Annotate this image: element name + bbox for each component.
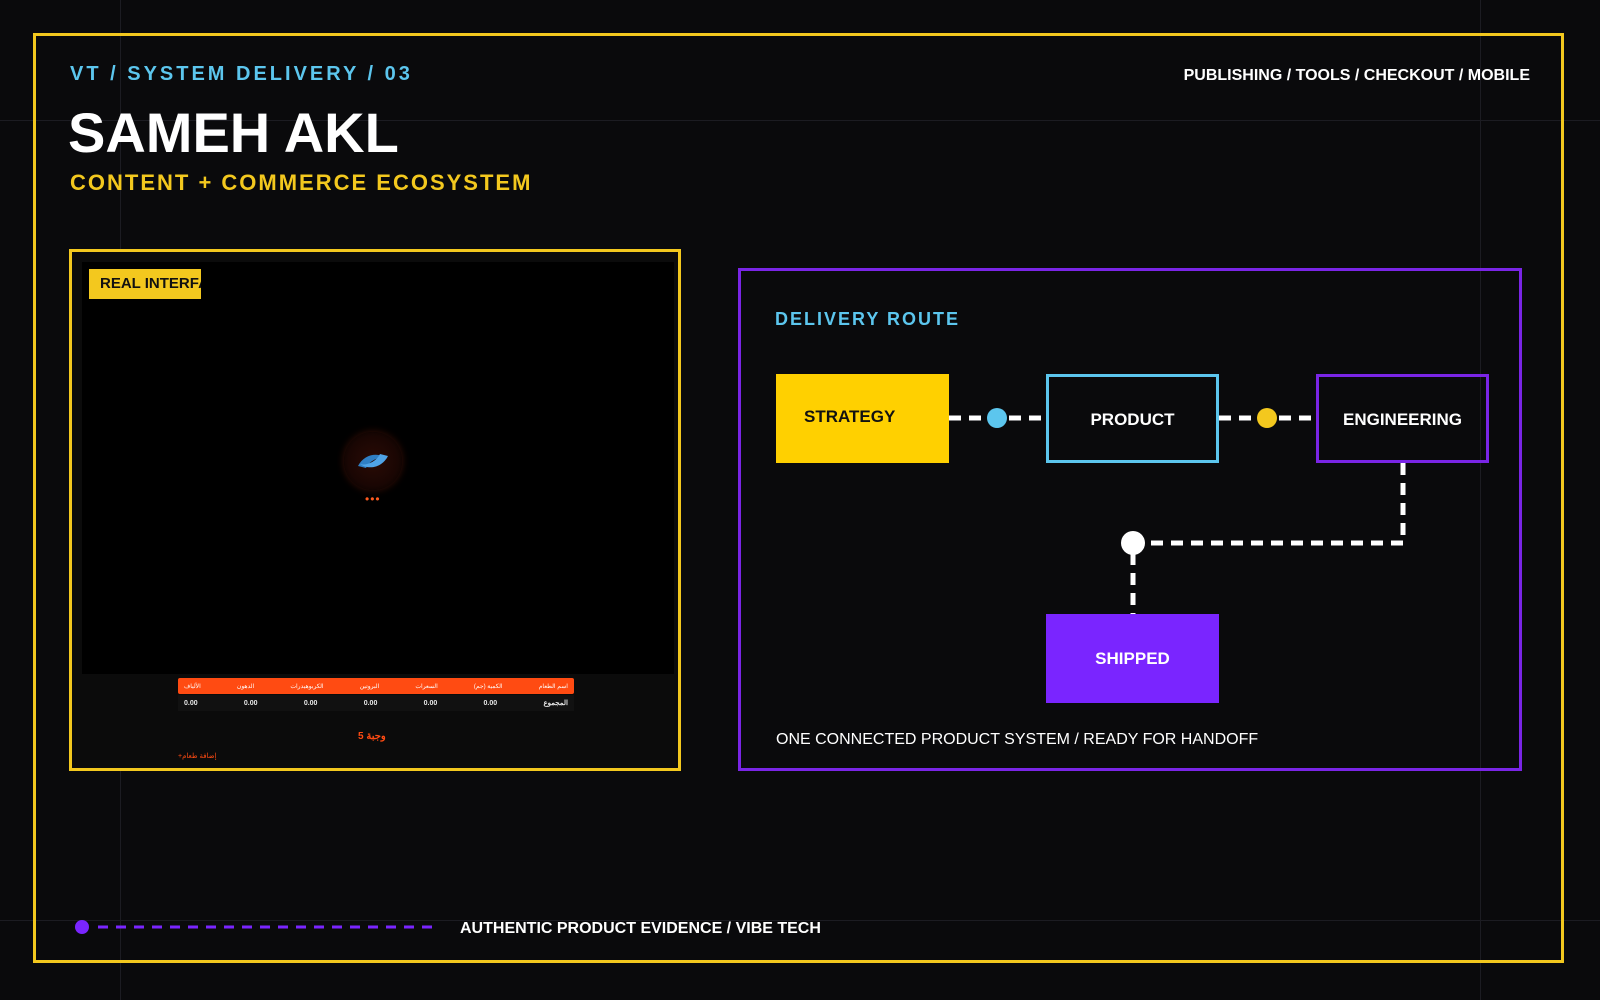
grid-line — [0, 120, 1600, 121]
add-food-link[interactable]: +إضافة طعام — [178, 753, 217, 760]
table-cell: 0.00 — [483, 699, 498, 707]
table-cell: 0.00 — [243, 699, 258, 707]
footer-text: AUTHENTIC PRODUCT EVIDENCE / VIBE TECH — [460, 920, 821, 937]
page-subtitle: CONTENT + COMMERCE ECOSYSTEM — [70, 170, 533, 195]
route-connectors — [949, 408, 1406, 614]
nutrition-table: الألياف الدهون الكربوهيدرات البروتين الس… — [178, 678, 574, 711]
node-shipped: SHIPPED — [1046, 614, 1219, 703]
connector-node-icon — [1121, 531, 1145, 555]
delivery-route-label: DELIVERY ROUTE — [775, 309, 961, 329]
page-title: SAMEH AKL — [68, 101, 399, 164]
real-interface-badge: REAL INTERFACE — [89, 269, 201, 299]
table-header-cell: الكمية (جم) — [473, 683, 503, 690]
table-header: الألياف الدهون الكربوهيدرات البروتين الس… — [178, 678, 574, 694]
loading-dots: ••• — [365, 492, 381, 506]
table-header-cell: اسم الطعام — [538, 683, 568, 690]
table-cell: 0.00 — [184, 699, 198, 707]
topic-nav: PUBLISHING / TOOLS / CHECKOUT / MOBILE — [1183, 67, 1530, 84]
grid-line — [1480, 0, 1481, 1000]
slide-frame — [33, 33, 1564, 963]
connector-line — [1130, 463, 1406, 614]
table-header-cell: السعرات — [415, 683, 438, 690]
footer-progress-line — [75, 920, 435, 934]
node-engineering: ENGINEERING — [1316, 374, 1489, 463]
table-cell: المجموع — [543, 700, 568, 707]
grid-line — [0, 920, 1600, 921]
table-header-cell: البروتين — [359, 683, 380, 690]
delivery-route-panel: DELIVERY ROUTE STRATEGY PRODUCT ENGINEER… — [738, 268, 1522, 771]
table-row: 0.00 0.00 0.00 0.00 0.00 0.00 المجموع — [178, 695, 574, 711]
connector-node-icon — [987, 408, 1007, 428]
node-product: PRODUCT — [1046, 374, 1219, 463]
table-header-cell: الدهون — [236, 683, 255, 690]
table-cell: 0.00 — [423, 699, 438, 707]
logo-icon — [358, 454, 388, 468]
connector-node-icon — [1257, 408, 1277, 428]
kicker-label: VT / SYSTEM DELIVERY / 03 — [70, 63, 413, 85]
interface-screenshot-panel: REAL INTERFACE ••• الألياف الدهون الكربو… — [69, 249, 681, 771]
meal-count: 5 وجبة — [358, 731, 386, 742]
node-strategy: STRATEGY — [776, 374, 949, 463]
table-header-cell: الكربوهيدرات — [290, 683, 324, 690]
table-header-cell: الألياف — [184, 683, 201, 690]
table-cell: 0.00 — [363, 699, 378, 707]
footer-dot-icon — [75, 920, 89, 934]
route-footer-text: ONE CONNECTED PRODUCT SYSTEM / READY FOR… — [776, 731, 1259, 748]
app-logo-loader — [344, 432, 402, 490]
table-cell: 0.00 — [303, 699, 318, 707]
